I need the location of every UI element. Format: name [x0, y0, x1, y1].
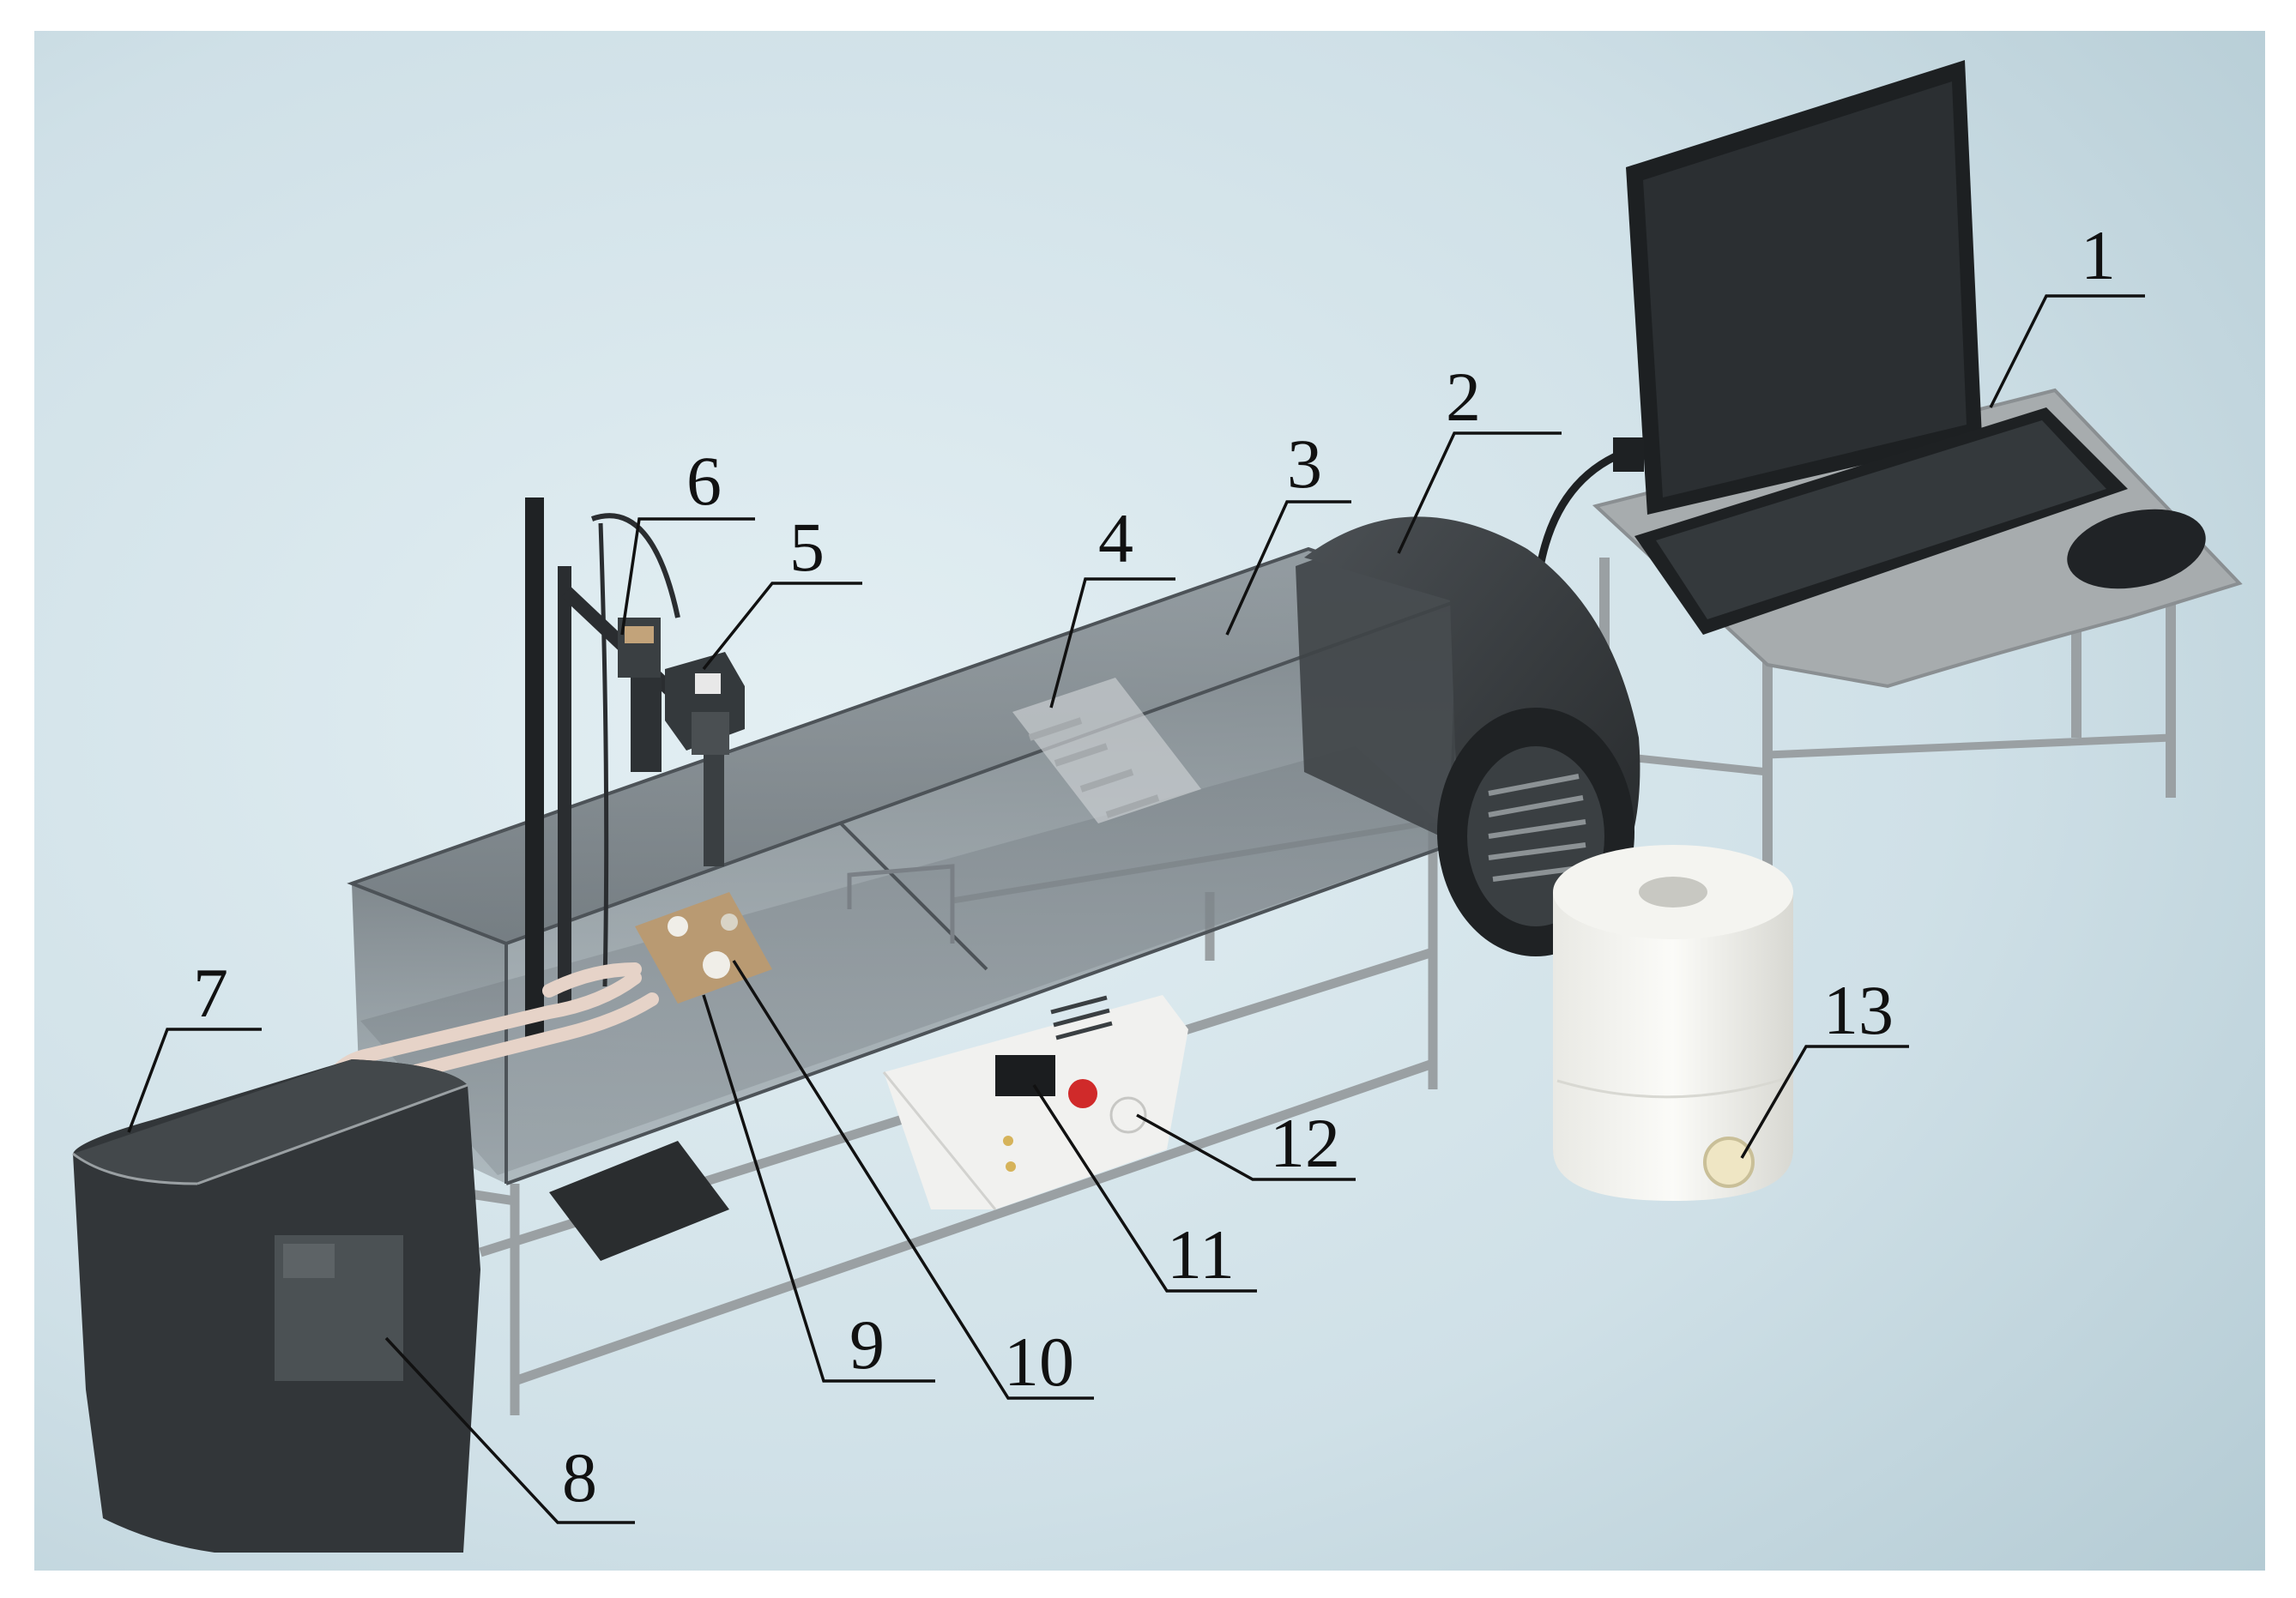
- honeycomb-flow-straightener: [1012, 678, 1201, 823]
- test-plate: [635, 892, 772, 1004]
- label-7: 7: [193, 954, 228, 1032]
- part-labels: 1 2 3 4 5 6 7 8 9 10 11 12 13: [193, 216, 2116, 1517]
- label-5: 5: [789, 508, 825, 586]
- label-4: 4: [1098, 499, 1133, 577]
- stand-base-plate: [549, 1141, 729, 1261]
- camera-6: [618, 618, 662, 772]
- label-9: 9: [849, 1306, 885, 1384]
- computer-desk: [1532, 60, 2243, 883]
- label-12: 12: [1270, 1104, 1340, 1182]
- label-2: 2: [1446, 358, 1481, 436]
- mouse: [2067, 509, 2206, 589]
- label-10: 10: [1004, 1323, 1074, 1401]
- label-8: 8: [562, 1438, 597, 1517]
- humidifier: [1553, 845, 1793, 1201]
- label-3: 3: [1287, 425, 1322, 503]
- leader-lines: [127, 294, 2145, 1524]
- camera-5: [665, 652, 745, 755]
- label-1: 1: [2081, 216, 2116, 294]
- label-13: 13: [1823, 971, 1894, 1049]
- label-11: 11: [1167, 1215, 1235, 1293]
- glass-flume-tank: [347, 546, 1465, 1185]
- label-6: 6: [686, 442, 722, 520]
- submersible-pump: [275, 1235, 403, 1381]
- keyboard: [1634, 407, 2128, 635]
- controller-box: [882, 995, 1188, 1210]
- monitor: [1626, 60, 1982, 515]
